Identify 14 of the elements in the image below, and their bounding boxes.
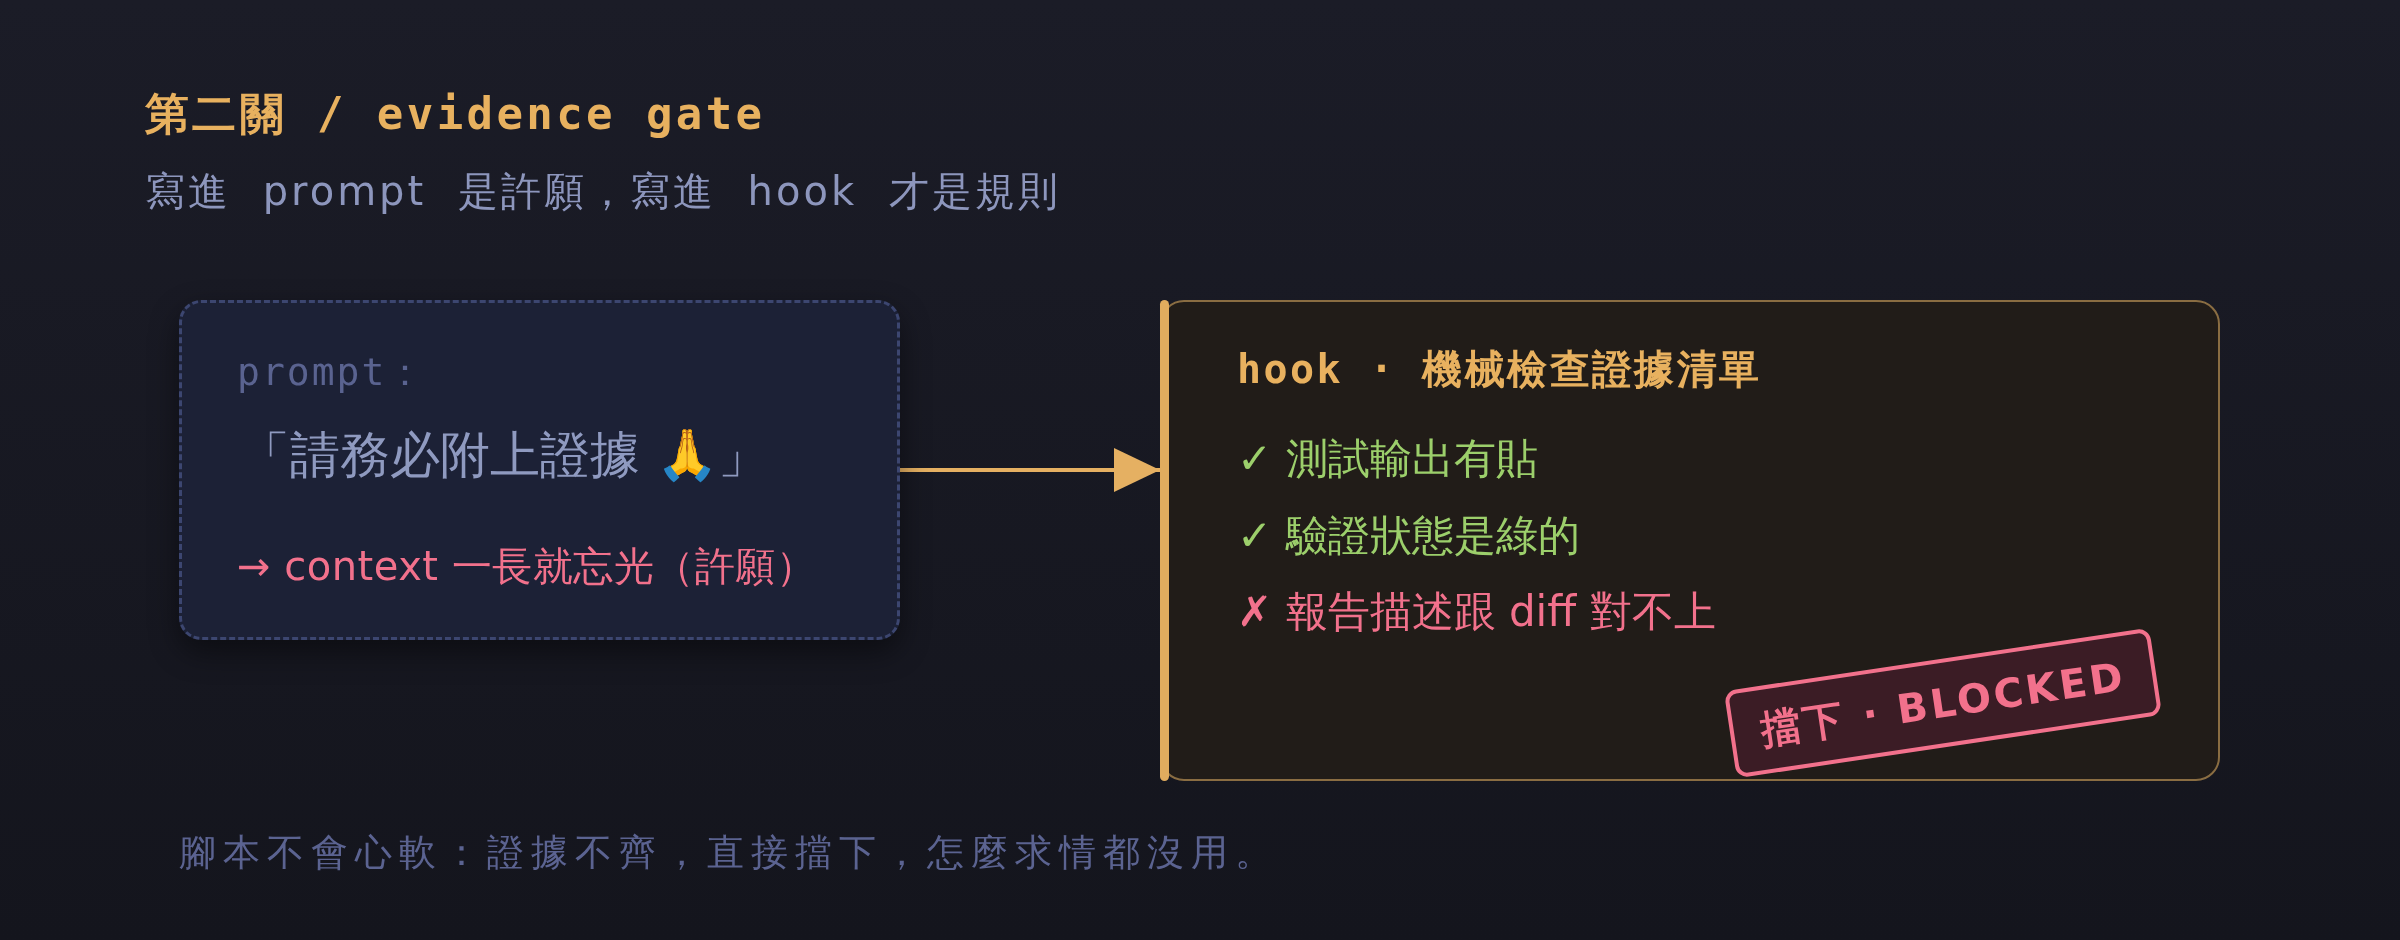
prompt-label: prompt：	[237, 350, 427, 396]
hook-card	[1160, 300, 2220, 781]
warning-note: → context 一長就忘光（許願）	[237, 542, 817, 590]
stamp-text: 擋下 · BLOCKED	[1757, 652, 2129, 754]
card-heading: hook · 機械檢查證據清單	[1237, 345, 1762, 393]
diagram-title: 第二關 / evidence gate	[145, 87, 766, 141]
arrow	[900, 448, 1160, 492]
caption-text: 腳本不會心軟：證據不齊，直接擋下，怎麼求情都沒用。	[179, 830, 1279, 876]
checklist-item: ✓ 測試輸出有貼	[1237, 433, 1538, 485]
quoted-request-text: 「請務必附上證據 🙏」	[240, 425, 768, 485]
prompt-card	[179, 300, 900, 640]
checklist-item: ✓ 驗證狀態是綠的	[1237, 510, 1580, 562]
subtitle-text: 寫進 prompt 是許願，寫進 hook 才是規則	[145, 167, 1061, 215]
checklist-item: ✗ 報告描述跟 diff 對不上	[1237, 586, 1716, 638]
